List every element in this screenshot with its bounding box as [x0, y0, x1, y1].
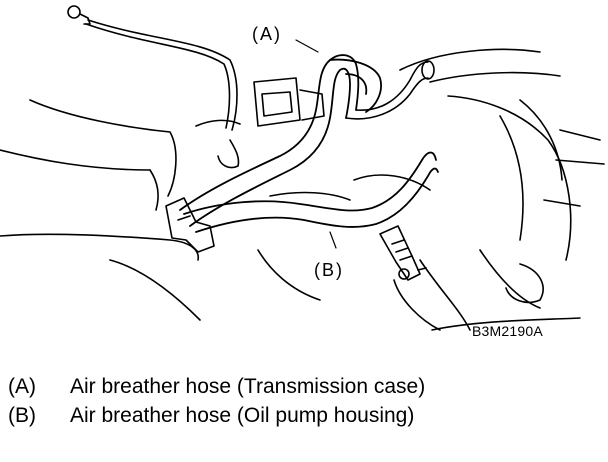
legend-item-a: (A) Air breather hose (Transmission case…	[8, 372, 425, 401]
transmission-case	[399, 48, 605, 331]
callout-a: (A)	[252, 24, 282, 44]
breather-pipe	[345, 60, 435, 120]
legend-item-b: (B) Air breather hose (Oil pump housing)	[8, 401, 425, 430]
leader-lines	[295, 39, 337, 249]
air-breather-hose-a	[179, 54, 382, 227]
body-panel	[0, 99, 241, 321]
oil-pump-housing	[257, 174, 441, 331]
ground-cable	[67, 5, 238, 131]
figure-code: B3M2190A	[472, 323, 543, 339]
hose-end-fitting	[165, 197, 215, 253]
engine-diagram: (A) (B)	[0, 5, 605, 331]
callout-b: (B)	[314, 260, 344, 280]
legend: (A) Air breather hose (Transmission case…	[8, 372, 425, 430]
legend-key: (A)	[8, 375, 36, 398]
legend-key: (B)	[8, 404, 36, 427]
legend-text: Air breather hose (Oil pump housing)	[70, 404, 415, 427]
air-breather-hose-b	[183, 151, 439, 233]
legend-text: Air breather hose (Transmission case)	[70, 375, 426, 398]
